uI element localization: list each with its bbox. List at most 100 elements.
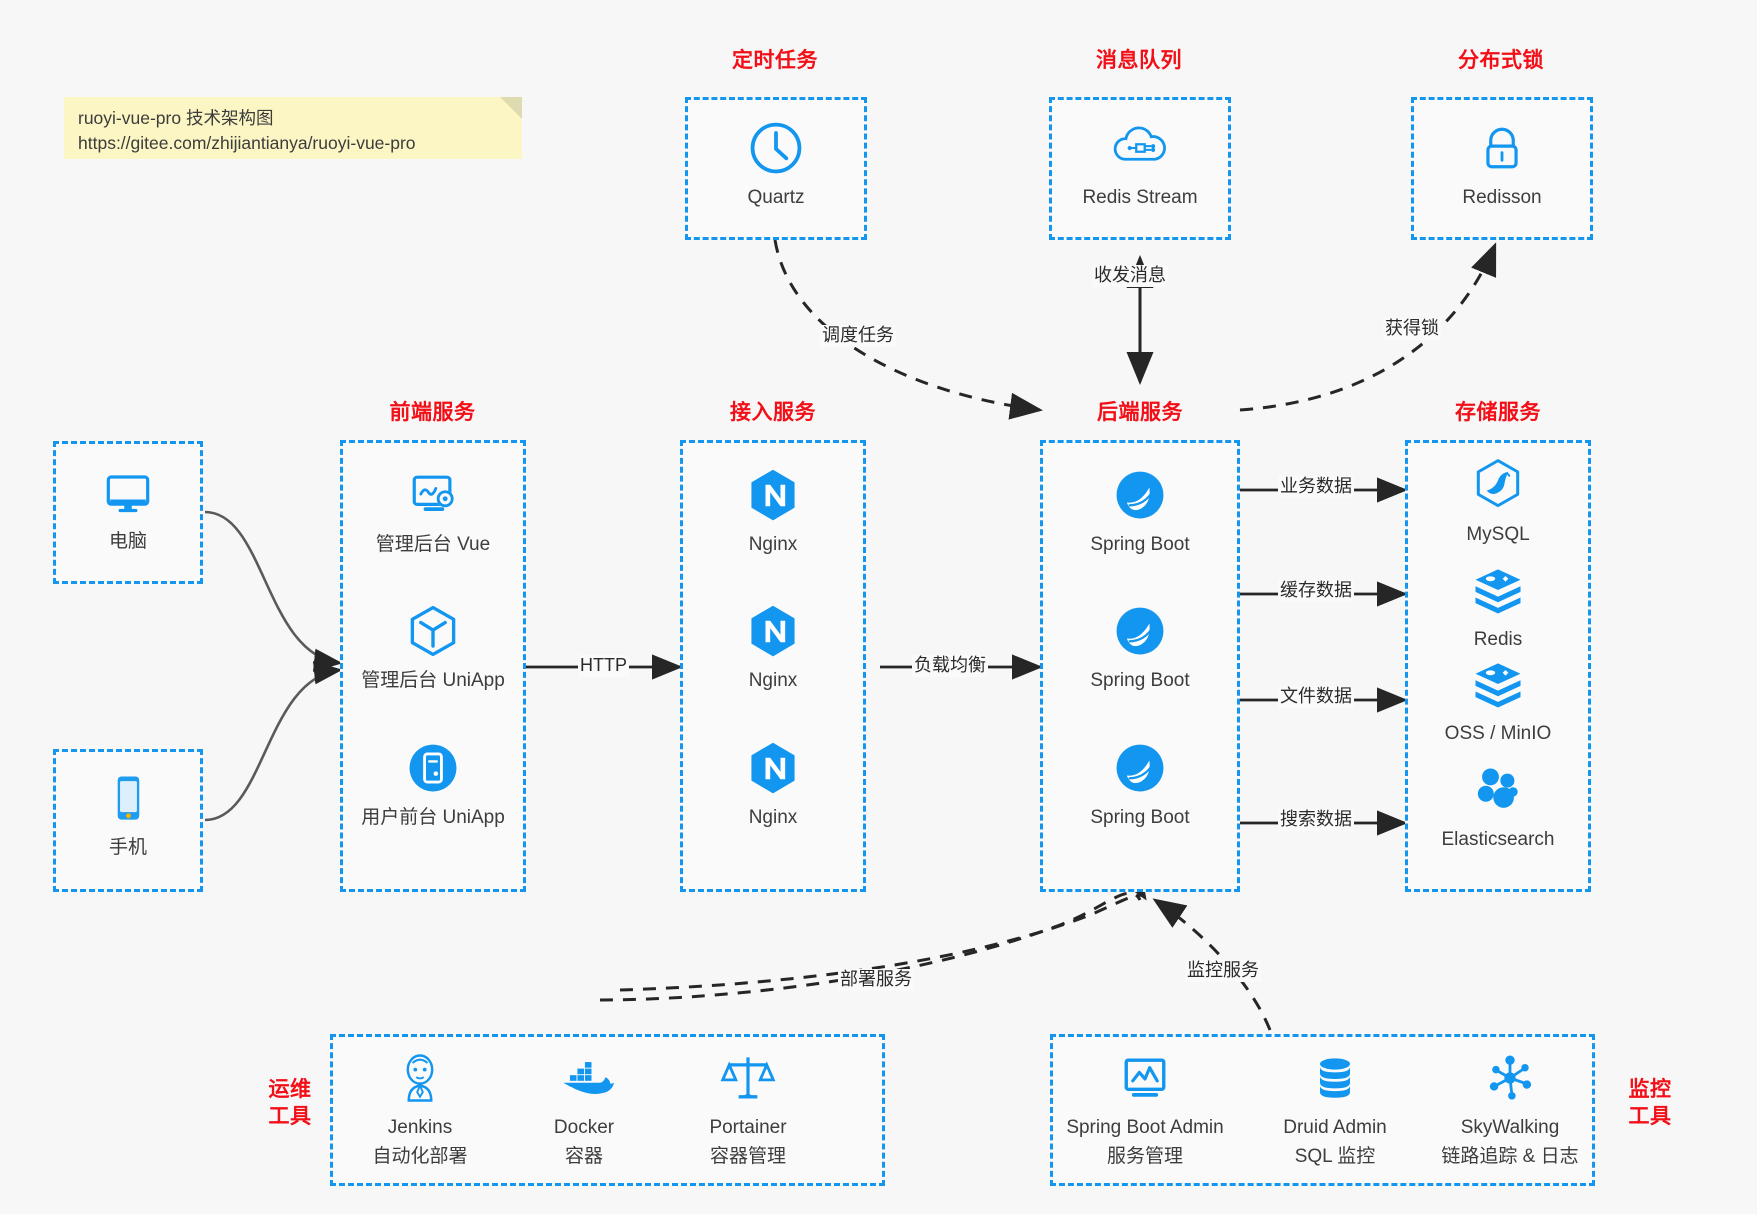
node-docker[interactable]: Docker 容器 <box>494 1048 674 1168</box>
edge-label-message: 收发消息 <box>1092 265 1168 287</box>
node-redis[interactable]: Redis <box>1408 560 1588 653</box>
node-label: Docker <box>553 1117 615 1138</box>
devops-title-line1: 运维 <box>268 1078 312 1101</box>
edge-label-cache-data: 缓存数据 <box>1278 580 1354 602</box>
node-mobile[interactable]: 手机 <box>38 768 218 861</box>
node-nginx-3[interactable]: Nginx <box>683 738 863 831</box>
group-title-frontend: 前端服务 <box>389 401 476 424</box>
lock-icon <box>1472 118 1532 178</box>
monitor-chart-icon <box>1115 1048 1175 1108</box>
node-quartz[interactable]: Quartz <box>686 118 866 211</box>
cube-icon <box>403 601 463 661</box>
group-title-devops: 运维 工具 <box>255 1076 325 1131</box>
spring-leaf-icon <box>1110 465 1170 525</box>
nginx-icon <box>743 465 803 525</box>
node-sublabel: 服务管理 <box>1106 1145 1183 1167</box>
group-box-pc <box>53 441 203 584</box>
monitor-title-line2: 工具 <box>1628 1105 1672 1129</box>
redis-stack-icon <box>1468 560 1528 620</box>
phone-icon <box>98 768 158 828</box>
monitor-icon <box>98 462 158 522</box>
node-jenkins[interactable]: Jenkins 自动化部署 <box>330 1048 510 1168</box>
node-label: Portainer <box>709 1117 787 1138</box>
node-sublabel: 容器管理 <box>709 1145 786 1167</box>
node-sublabel: 自动化部署 <box>372 1145 468 1167</box>
node-label: SkyWalking <box>1460 1117 1560 1138</box>
node-portainer[interactable]: Portainer 容器管理 <box>658 1048 838 1168</box>
group-title-storage: 存储服务 <box>1455 401 1541 424</box>
group-title-mq: 消息队列 <box>1096 49 1182 72</box>
node-label: 管理后台 Vue <box>375 534 491 555</box>
elasticsearch-icon <box>1468 760 1528 820</box>
node-nginx-2[interactable]: Nginx <box>683 601 863 694</box>
group-title-lock: 分布式锁 <box>1458 49 1544 72</box>
note-fold-corner <box>500 97 522 119</box>
node-label: Spring Boot Admin <box>1066 1117 1224 1138</box>
node-nginx-1[interactable]: Nginx <box>683 465 863 558</box>
nginx-icon <box>743 738 803 798</box>
node-sublabel: 容器 <box>564 1145 603 1167</box>
node-skywalking[interactable]: SkyWalking 链路追踪 & 日志 <box>1420 1048 1600 1168</box>
devops-title-line2: 工具 <box>268 1105 312 1129</box>
node-label: MySQL <box>1466 524 1530 545</box>
node-springboot-3[interactable]: Spring Boot <box>1050 738 1230 831</box>
node-mysql[interactable]: MySQL <box>1408 455 1588 548</box>
docker-whale-icon <box>554 1048 614 1108</box>
node-label: Druid Admin <box>1283 1117 1387 1138</box>
node-springboot-1[interactable]: Spring Boot <box>1050 465 1230 558</box>
group-box-mobile <box>53 749 203 892</box>
node-label: Spring Boot <box>1090 807 1190 828</box>
edge-label-monitoring: 监控服务 <box>1185 960 1261 982</box>
node-label: Jenkins <box>387 1117 453 1138</box>
diagram-note: ruoyi-vue-pro 技术架构图 https://gitee.com/zh… <box>64 97 522 159</box>
node-label: Elasticsearch <box>1441 829 1555 850</box>
group-title-scheduler: 定时任务 <box>732 49 818 72</box>
edge-label-acquire-lock: 获得锁 <box>1383 318 1441 340</box>
node-label: Nginx <box>748 534 798 555</box>
node-user-uniapp[interactable]: 用户前台 UniApp <box>343 738 523 831</box>
group-box-scheduler <box>685 97 867 240</box>
node-label: 电脑 <box>108 531 147 552</box>
edge-label-file-data: 文件数据 <box>1278 686 1354 708</box>
node-admin-uniapp[interactable]: 管理后台 UniApp <box>343 601 523 694</box>
node-label: Nginx <box>748 807 798 828</box>
edge-label-http: HTTP <box>578 655 629 677</box>
node-label: 用户前台 UniApp <box>361 807 505 828</box>
edge-label-schedule: 调度任务 <box>820 325 896 347</box>
note-title: ruoyi-vue-pro 技术架构图 <box>78 108 274 128</box>
spring-leaf-icon <box>1110 738 1170 798</box>
node-label: 管理后台 UniApp <box>361 670 505 691</box>
node-label: 手机 <box>108 837 147 858</box>
node-admin-vue[interactable]: 管理后台 Vue <box>343 465 523 558</box>
node-oss-minio[interactable]: OSS / MinIO <box>1408 654 1588 747</box>
group-box-mq <box>1049 97 1231 240</box>
storage-stack-icon <box>1468 654 1528 714</box>
edge-label-deploy: 部署服务 <box>838 969 914 991</box>
dashboard-gear-icon <box>403 465 463 525</box>
node-label: Redisson <box>1462 187 1542 208</box>
node-redis-stream[interactable]: Redis Stream <box>1050 118 1230 211</box>
node-spring-boot-admin[interactable]: Spring Boot Admin 服务管理 <box>1055 1048 1235 1168</box>
group-title-backend: 后端服务 <box>1097 401 1183 424</box>
node-elasticsearch[interactable]: Elasticsearch <box>1408 760 1588 853</box>
network-nodes-icon <box>1480 1048 1540 1108</box>
node-pc[interactable]: 电脑 <box>38 462 218 555</box>
note-url: https://gitee.com/zhijiantianya/ruoyi-vu… <box>78 133 416 154</box>
edge-label-load-balance: 负载均衡 <box>912 655 988 677</box>
node-label: Spring Boot <box>1090 534 1190 555</box>
database-icon <box>1305 1048 1365 1108</box>
group-title-monitor: 监控 工具 <box>1615 1076 1685 1131</box>
edge-label-biz-data: 业务数据 <box>1278 476 1354 498</box>
scales-icon <box>718 1048 778 1108</box>
spring-leaf-icon <box>1110 601 1170 661</box>
node-sublabel: 链路追踪 & 日志 <box>1441 1145 1579 1167</box>
mysql-dolphin-icon <box>1468 455 1528 515</box>
node-redisson[interactable]: Redisson <box>1412 118 1592 211</box>
nginx-icon <box>743 601 803 661</box>
node-label: Redis <box>1473 629 1523 650</box>
edge-label-search-data: 搜索数据 <box>1278 809 1354 831</box>
node-druid-admin[interactable]: Druid Admin SQL 监控 <box>1245 1048 1425 1168</box>
node-springboot-2[interactable]: Spring Boot <box>1050 601 1230 694</box>
group-box-frontend <box>340 440 526 892</box>
node-label: OSS / MinIO <box>1444 723 1552 744</box>
